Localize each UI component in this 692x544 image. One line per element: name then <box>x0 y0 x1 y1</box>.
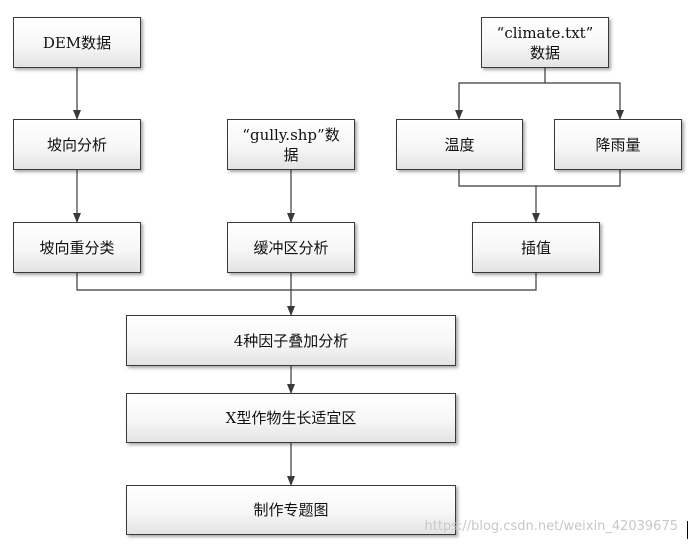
node-temperature: 温度 <box>396 119 523 170</box>
node-gully-data-label-line2: 据 <box>283 145 299 164</box>
watermark-text: https://blog.csdn.net/weixin_42039675 <box>424 519 678 534</box>
connector-climate-split <box>455 68 546 120</box>
node-dem-data-label: DEM数据 <box>42 33 112 52</box>
node-slope-aspect-analysis: 坡向分析 <box>13 119 141 170</box>
text-cursor <box>687 521 688 539</box>
node-dem-data: DEM数据 <box>13 17 141 68</box>
node-thematic-map-label: 制作专题图 <box>253 501 329 519</box>
connector-reclass-merge <box>76 273 291 291</box>
node-thematic-map: 制作专题图 <box>126 485 456 535</box>
connector-temp-merge <box>458 170 536 187</box>
node-buffer-analysis-label: 缓冲区分析 <box>253 238 329 257</box>
connector-climate-split-right <box>545 82 624 120</box>
node-interpolation-label: 插值 <box>520 238 551 257</box>
node-interpolation: 插值 <box>472 222 600 273</box>
node-suitable-area-label: X型作物生长适宜区 <box>225 409 357 427</box>
node-climate-data-label-line1: “climate.txt” <box>496 23 594 42</box>
node-climate-data-label-line2: 数据 <box>529 43 560 62</box>
node-climate-data: “climate.txt” 数据 <box>481 17 609 68</box>
node-suitable-area: X型作物生长适宜区 <box>126 393 456 443</box>
node-slope-aspect-analysis-label: 坡向分析 <box>46 135 107 154</box>
node-temperature-label: 温度 <box>444 135 475 154</box>
node-gully-data-label-line1: “gully.shp”数 <box>242 125 340 144</box>
node-rainfall: 降雨量 <box>554 119 682 170</box>
node-factor-overlay-label: 4种因子叠加分析 <box>233 331 349 350</box>
node-gully-data: “gully.shp”数 据 <box>227 119 355 170</box>
node-rainfall-label: 降雨量 <box>595 135 641 154</box>
connector-interp-merge <box>291 273 537 291</box>
node-slope-aspect-reclass-label: 坡向重分类 <box>39 238 115 257</box>
node-slope-aspect-reclass: 坡向重分类 <box>13 222 141 273</box>
connector-rain-merge <box>536 170 621 187</box>
node-buffer-analysis: 缓冲区分析 <box>227 222 355 273</box>
node-factor-overlay: 4种因子叠加分析 <box>126 315 456 366</box>
